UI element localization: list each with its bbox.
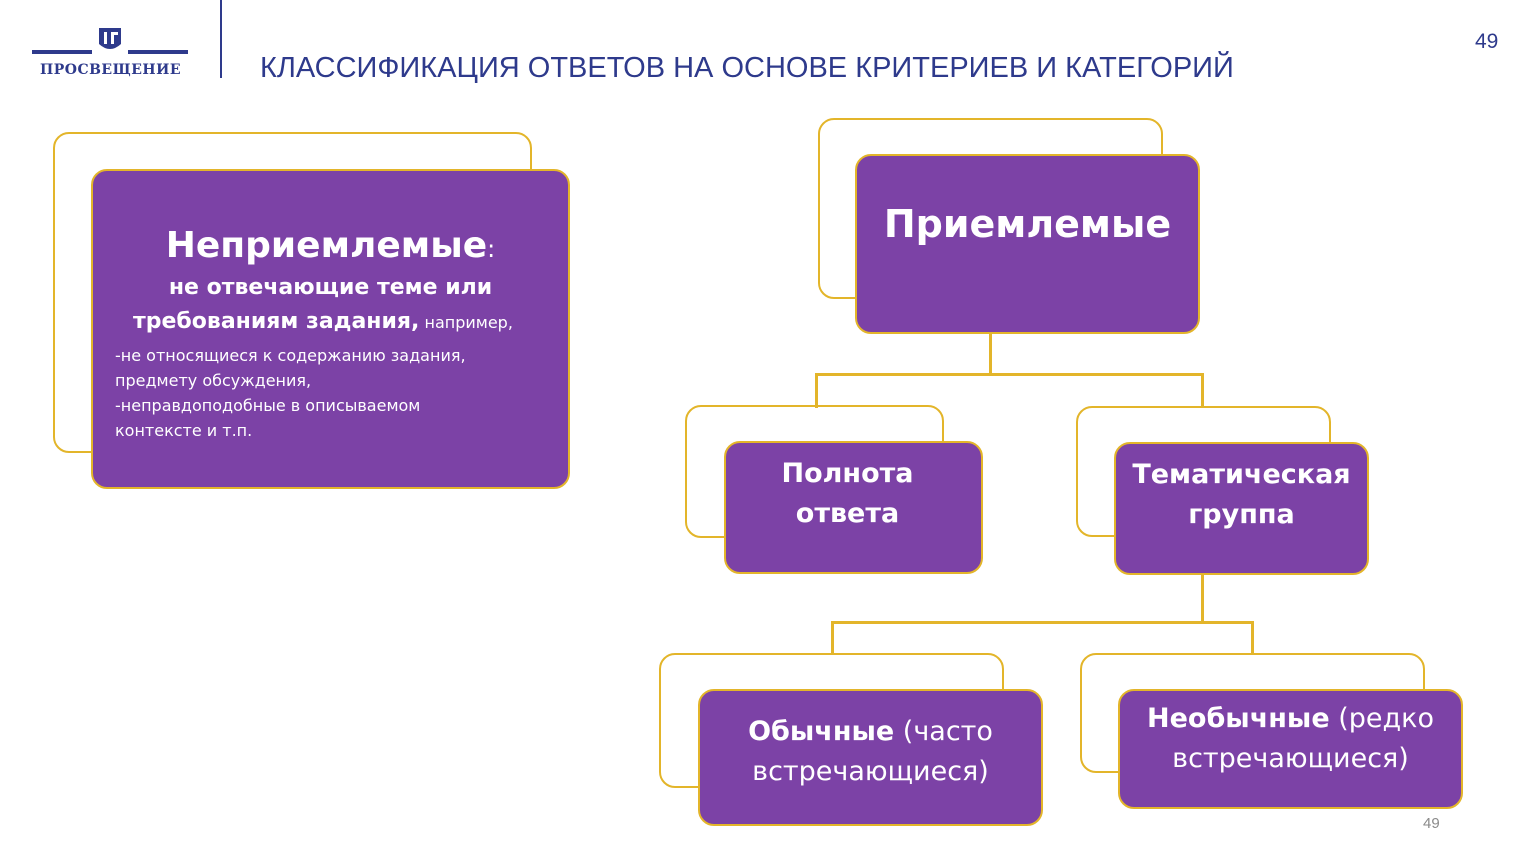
thematic-line2: группа xyxy=(1188,498,1295,530)
thematic-line1: Тематическая xyxy=(1132,458,1351,490)
logo-line-right xyxy=(128,50,188,54)
page-number-top: 49 xyxy=(1475,30,1499,53)
connector-to-thematic xyxy=(1201,373,1204,408)
connector-to-completeness xyxy=(815,373,818,408)
thematic-label: Тематическая группа xyxy=(1132,455,1350,535)
completeness-label: Полнота ответа xyxy=(782,454,914,534)
usual-box: Обычные (часто встречающиеся) xyxy=(698,689,1043,826)
acceptable-title: Приемлемые xyxy=(883,202,1172,246)
unacceptable-item2-line1: -неправдоподобные в описываемом xyxy=(115,396,421,415)
logo-text: ПРОСВЕЩЕНИЕ xyxy=(40,62,181,78)
completeness-line1: Полнота xyxy=(781,457,914,489)
unacceptable-title: Неприемлемые: xyxy=(93,225,568,266)
unacceptable-title-text: Неприемлемые xyxy=(165,225,488,266)
unusual-label: Необычные (редко встречающиеся) xyxy=(1147,699,1434,779)
logo-line-left xyxy=(32,50,92,54)
header-divider xyxy=(220,0,222,78)
completeness-box: Полнота ответа xyxy=(724,441,983,574)
unacceptable-box: Неприемлемые: не отвечающие теме или тре… xyxy=(91,169,570,489)
unacceptable-colon: : xyxy=(487,235,496,263)
usual-line2: встречающиеся) xyxy=(752,755,989,787)
connector-thematic-down xyxy=(1201,573,1204,623)
unacceptable-requirements-text: требованиям задания, xyxy=(133,309,420,334)
unacceptable-subtitle-line2: требованиям задания, например, xyxy=(133,309,513,334)
page-number-bottom: 49 xyxy=(1423,815,1440,832)
connector-acceptable-down xyxy=(989,300,992,375)
connector-level1-horizontal xyxy=(815,373,1204,376)
unacceptable-item1-line1: -не относящиеся к содержанию задания, xyxy=(115,346,466,365)
slide-title: КЛАССИФИКАЦИЯ ОТВЕТОВ НА ОСНОВЕ КРИТЕРИЕ… xyxy=(260,52,1234,84)
unacceptable-example-word: например, xyxy=(419,313,513,332)
connector-to-usual xyxy=(831,621,834,654)
unacceptable-item1-line2: предмету обсуждения, xyxy=(115,371,312,390)
unusual-rest-text: (редко xyxy=(1329,703,1435,734)
prosveshchenie-logo: ПРОСВЕЩЕНИЕ xyxy=(28,24,193,84)
acceptable-box: Приемлемые xyxy=(855,154,1200,334)
usual-bold-text: Обычные xyxy=(748,715,895,747)
unacceptable-examples: -не относящиеся к содержанию задания, пр… xyxy=(115,343,466,443)
usual-rest-text: (часто xyxy=(894,715,993,747)
completeness-line2: ответа xyxy=(795,497,900,529)
logo-emblem-icon xyxy=(99,28,121,49)
connector-to-unusual xyxy=(1251,621,1254,654)
thematic-box: Тематическая группа xyxy=(1114,442,1369,575)
unacceptable-item2-line2: контексте и т.п. xyxy=(115,421,253,440)
unacceptable-subtitle-line1: не отвечающие теме или xyxy=(168,275,493,300)
unusual-bold-text: Необычные xyxy=(1146,703,1330,734)
usual-label: Обычные (часто встречающиеся) xyxy=(748,712,993,792)
connector-level2-horizontal xyxy=(831,621,1254,624)
unusual-box: Необычные (редко встречающиеся) xyxy=(1118,689,1463,809)
unusual-line2: встречающиеся) xyxy=(1172,743,1409,774)
